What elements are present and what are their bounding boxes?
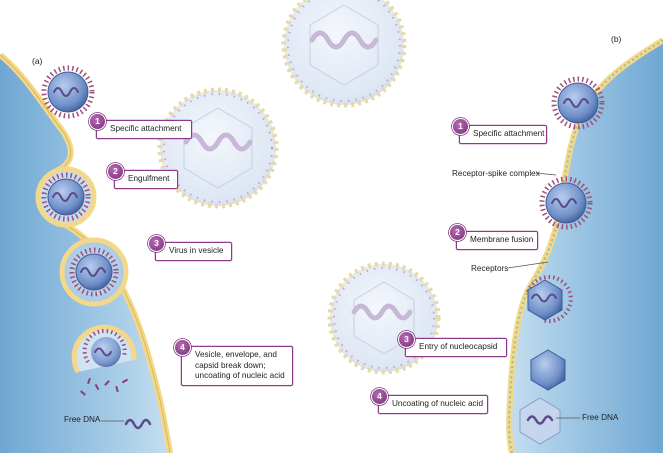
step-a2-label: 2 Engulfment xyxy=(107,163,178,189)
ghost-virus-middle xyxy=(157,87,279,209)
step-b2-label: 2 Membrane fusion xyxy=(449,224,538,250)
virus-b-attached xyxy=(551,76,605,130)
step-number: 1 xyxy=(452,118,469,135)
step-a4-label: 4 Vesicle, envelope, and capsid break do… xyxy=(174,339,293,386)
panel-label-a: (a) xyxy=(32,56,43,66)
panel-label-b: (b) xyxy=(611,34,622,44)
ghost-virus-large-top xyxy=(281,0,407,108)
nucleocapsid-b-uncoating xyxy=(519,397,580,445)
step-b3-label: 3 Entry of nucleocapsid xyxy=(398,331,507,357)
step-a3-label: 3 Virus in vesicle xyxy=(148,235,232,261)
step-text: Entry of nucleocapsid xyxy=(419,342,498,351)
virus-b-fusing xyxy=(539,176,593,230)
receptor-spike-label: Receptor-spike complex xyxy=(452,169,540,178)
step-number: 4 xyxy=(174,339,191,356)
step-text: Virus in vesicle xyxy=(169,246,224,255)
nucleocapsid-b-entry xyxy=(526,275,573,324)
step-text: Uncoating of nucleic acid xyxy=(392,399,484,408)
receptors-leader xyxy=(507,261,549,269)
receptors-label: Receptors xyxy=(471,264,509,273)
virus-a-engulfed xyxy=(35,166,97,228)
step-a1-label: 1 Specific attachment xyxy=(89,113,192,139)
step-number: 2 xyxy=(449,224,466,241)
receptor-spike-leader xyxy=(535,172,557,176)
step-number: 1 xyxy=(89,113,106,130)
step-number: 2 xyxy=(107,163,124,180)
nucleocapsid-b-inside xyxy=(530,349,566,391)
step-text: Vesicle, envelope, and capsid break down… xyxy=(195,350,285,380)
step-text: Engulfment xyxy=(128,174,170,183)
step-b4-label: 4 Uncoating of nucleic acid xyxy=(371,388,488,414)
virus-a-breakdown xyxy=(71,324,137,396)
step-b1-label: 1 Specific attachment xyxy=(452,118,547,144)
step-text: Membrane fusion xyxy=(470,235,534,244)
free-dna-label-b: Free DNA xyxy=(582,413,619,422)
free-dna-a xyxy=(101,418,152,430)
step-number: 3 xyxy=(148,235,165,252)
step-text: Specific attachment xyxy=(473,129,545,138)
virus-a-vesicle xyxy=(59,237,129,307)
free-dna-label-a: Free DNA xyxy=(64,415,101,424)
virus-a-attached xyxy=(41,65,95,119)
step-number: 3 xyxy=(398,331,415,348)
step-number: 4 xyxy=(371,388,388,405)
step-text: Specific attachment xyxy=(110,124,182,133)
